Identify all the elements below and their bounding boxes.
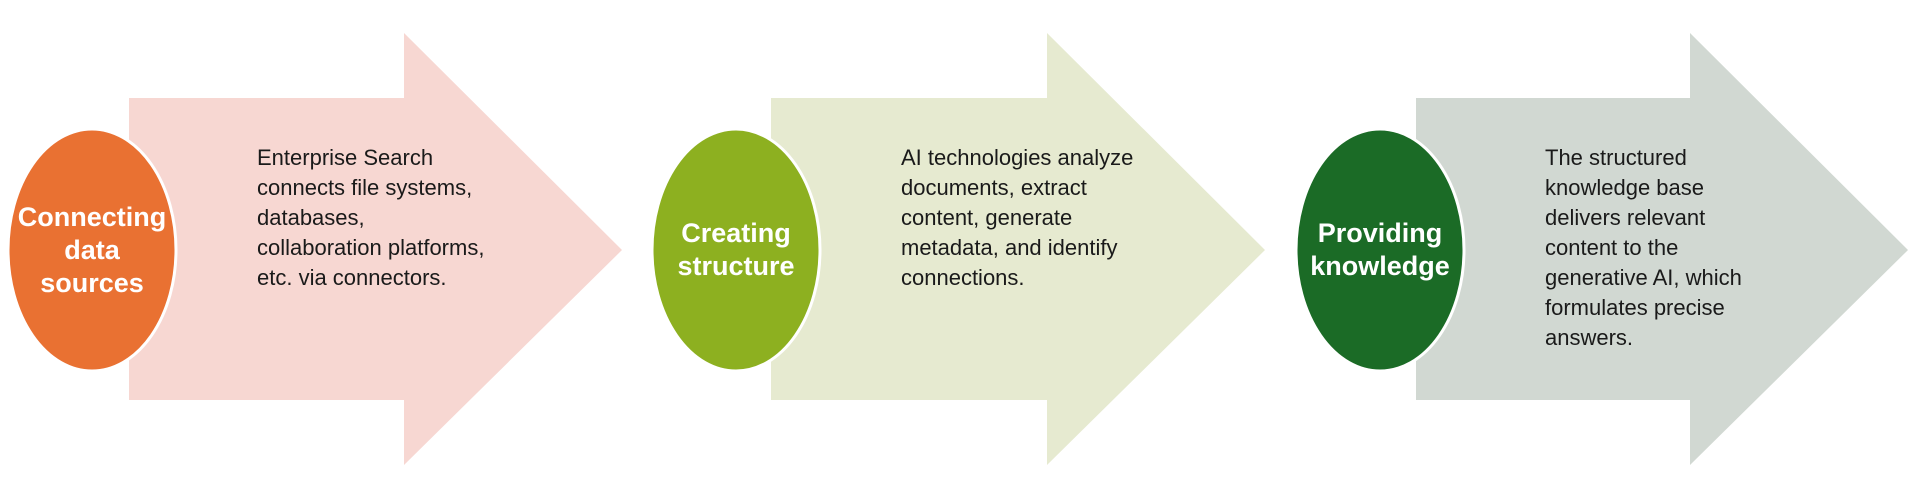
step-2-title: Creating structure <box>677 218 795 281</box>
step-1-description: Enterprise Search connects file systems,… <box>257 145 485 290</box>
step-2-description: AI technologies analyze documents, extra… <box>901 145 1134 290</box>
step-3-title: Providing knowledge <box>1310 218 1450 281</box>
step-1-arrow <box>129 33 622 465</box>
step-3-arrow <box>1416 33 1908 465</box>
step-3-circle <box>1294 127 1466 373</box>
step-2-arrow <box>771 33 1265 465</box>
step-1-circle <box>6 127 178 373</box>
step-2-circle <box>650 127 822 373</box>
step-3-description: The structured knowledge base delivers r… <box>1545 145 1742 350</box>
step-1-title: Connecting data sources <box>17 201 167 298</box>
